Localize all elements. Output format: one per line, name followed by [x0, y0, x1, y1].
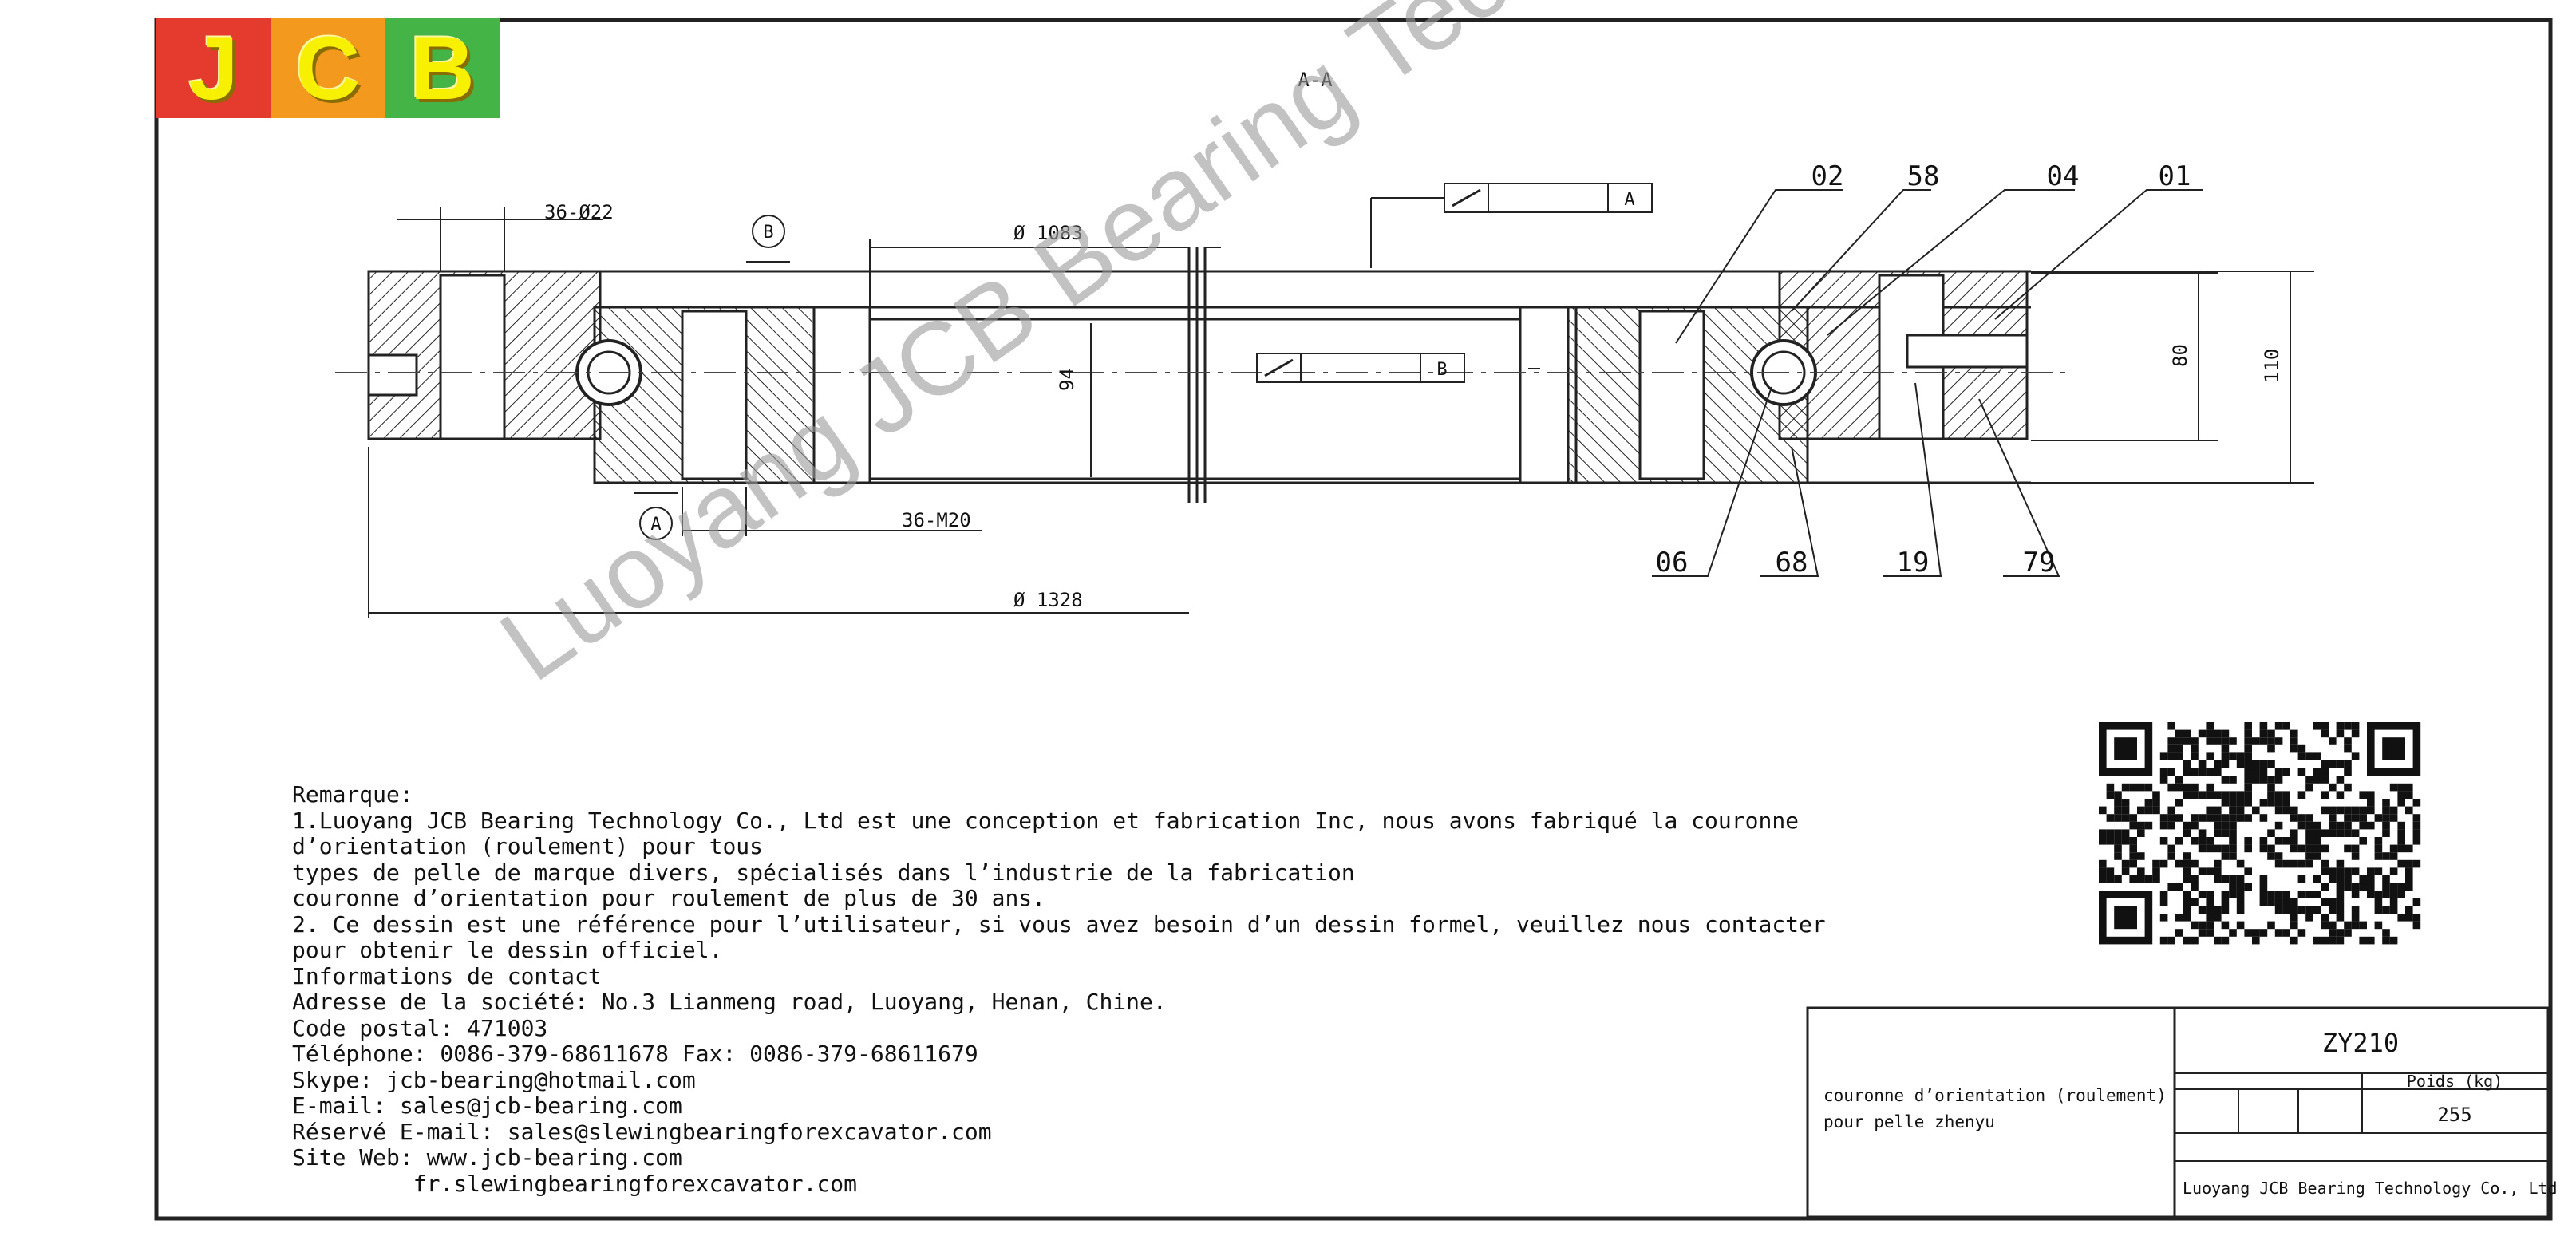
bearing-section: [367, 247, 2031, 503]
mount-hole-left: [439, 274, 506, 440]
note-line: Téléphone: 0086-379-68611678 Fax: 0086-3…: [292, 1041, 978, 1067]
note-line: types de pelle de marque divers, spécial…: [292, 859, 1355, 886]
note-line: 2. Ce dessin est une référence pour l’ut…: [292, 910, 1826, 938]
part-02: 02: [1811, 160, 1844, 192]
part-04: 04: [2047, 160, 2080, 192]
dim-holes: 36-Ø22: [544, 201, 614, 223]
tolerance-b-ref: B: [1436, 360, 1447, 380]
tolerance-frame-a: [1444, 183, 1653, 213]
jcb-logo: J C B: [156, 18, 500, 118]
tolerance-a-ref: A: [1624, 190, 1634, 210]
note-line: Informations de contact: [292, 962, 602, 989]
note-line: Site Web: www.jcb-bearing.com: [292, 1144, 682, 1171]
datum-b-label: B: [763, 223, 773, 243]
dim-bore: Ø 1083: [1013, 222, 1083, 244]
logo-letter-c: C: [271, 18, 385, 118]
section-label: A-A: [1298, 69, 1333, 91]
part-06: 06: [1656, 547, 1689, 579]
note-line: Code postal: 471003: [292, 1014, 548, 1041]
part-19: 19: [1897, 547, 1930, 579]
tapped-hole-right: [1638, 310, 1705, 480]
notes-block: Remarque: 1.Luoyang JCB Bearing Technolo…: [292, 781, 2088, 1197]
note-line: E-mail: sales@jcb-bearing.com: [292, 1092, 682, 1119]
title-description-2: pour pelle zhenyu: [1823, 1112, 1995, 1131]
dim-outer-height-1: 80: [2169, 344, 2191, 367]
part-01: 01: [2159, 160, 2191, 192]
datum-a-label: A: [650, 515, 661, 535]
frame-border: [154, 18, 2553, 1221]
logo-letter-j: J: [156, 18, 271, 118]
note-line: d’orientation (roulement) pour tous: [292, 833, 764, 859]
note-line: fr.slewingbearingforexcavator.com: [292, 1170, 858, 1197]
dim-inner-height: 94: [1056, 368, 1078, 391]
part-leaders: [1652, 189, 2203, 577]
part-58: 58: [1907, 160, 1940, 192]
part-79: 79: [2023, 547, 2056, 579]
note-line: 1.Luoyang JCB Bearing Technology Co., Lt…: [292, 807, 1800, 834]
logo-letter-b: B: [385, 18, 500, 118]
weight-value: 255: [2437, 1104, 2471, 1126]
tapped-hole-left: [681, 310, 748, 480]
groove-right: [1906, 334, 2029, 369]
bore-edge-left: [812, 306, 871, 484]
dim-outer-height-2: 110: [2261, 349, 2283, 383]
weight-label: Poids (kg): [2407, 1072, 2503, 1091]
dim-outer: Ø 1328: [1013, 589, 1083, 611]
note-line: Réservé E-mail: sales@slewingbearingfore…: [292, 1118, 992, 1145]
note-line: Remarque:: [292, 781, 413, 808]
dim-tapped: 36-M20: [902, 509, 971, 531]
datum-a-circle: [639, 507, 673, 540]
dimension-lines: [368, 197, 2314, 618]
model-number: ZY210: [2322, 1028, 2399, 1058]
note-line: Skype: jcb-bearing@hotmail.com: [292, 1066, 696, 1093]
title-description-1: couronne d’orientation (roulement): [1823, 1086, 2167, 1105]
qr-code-image: [2095, 718, 2428, 946]
part-68: 68: [1776, 547, 1808, 579]
grease-hole-left: [367, 353, 418, 397]
note-line: couronne d’orientation pour roulement de…: [292, 885, 1046, 911]
tolerance-frame-b: [1256, 353, 1465, 383]
note-line: Adresse de la société: No.3 Lianmeng roa…: [292, 989, 1167, 1015]
title-company: Luoyang JCB Bearing Technology Co., Ltd: [2183, 1179, 2558, 1198]
title-block: [1806, 1006, 2550, 1218]
datum-b-circle: [752, 215, 785, 248]
note-line: pour obtenir le dessin officiel.: [292, 937, 723, 963]
bore-edge-right: [1519, 306, 1578, 484]
